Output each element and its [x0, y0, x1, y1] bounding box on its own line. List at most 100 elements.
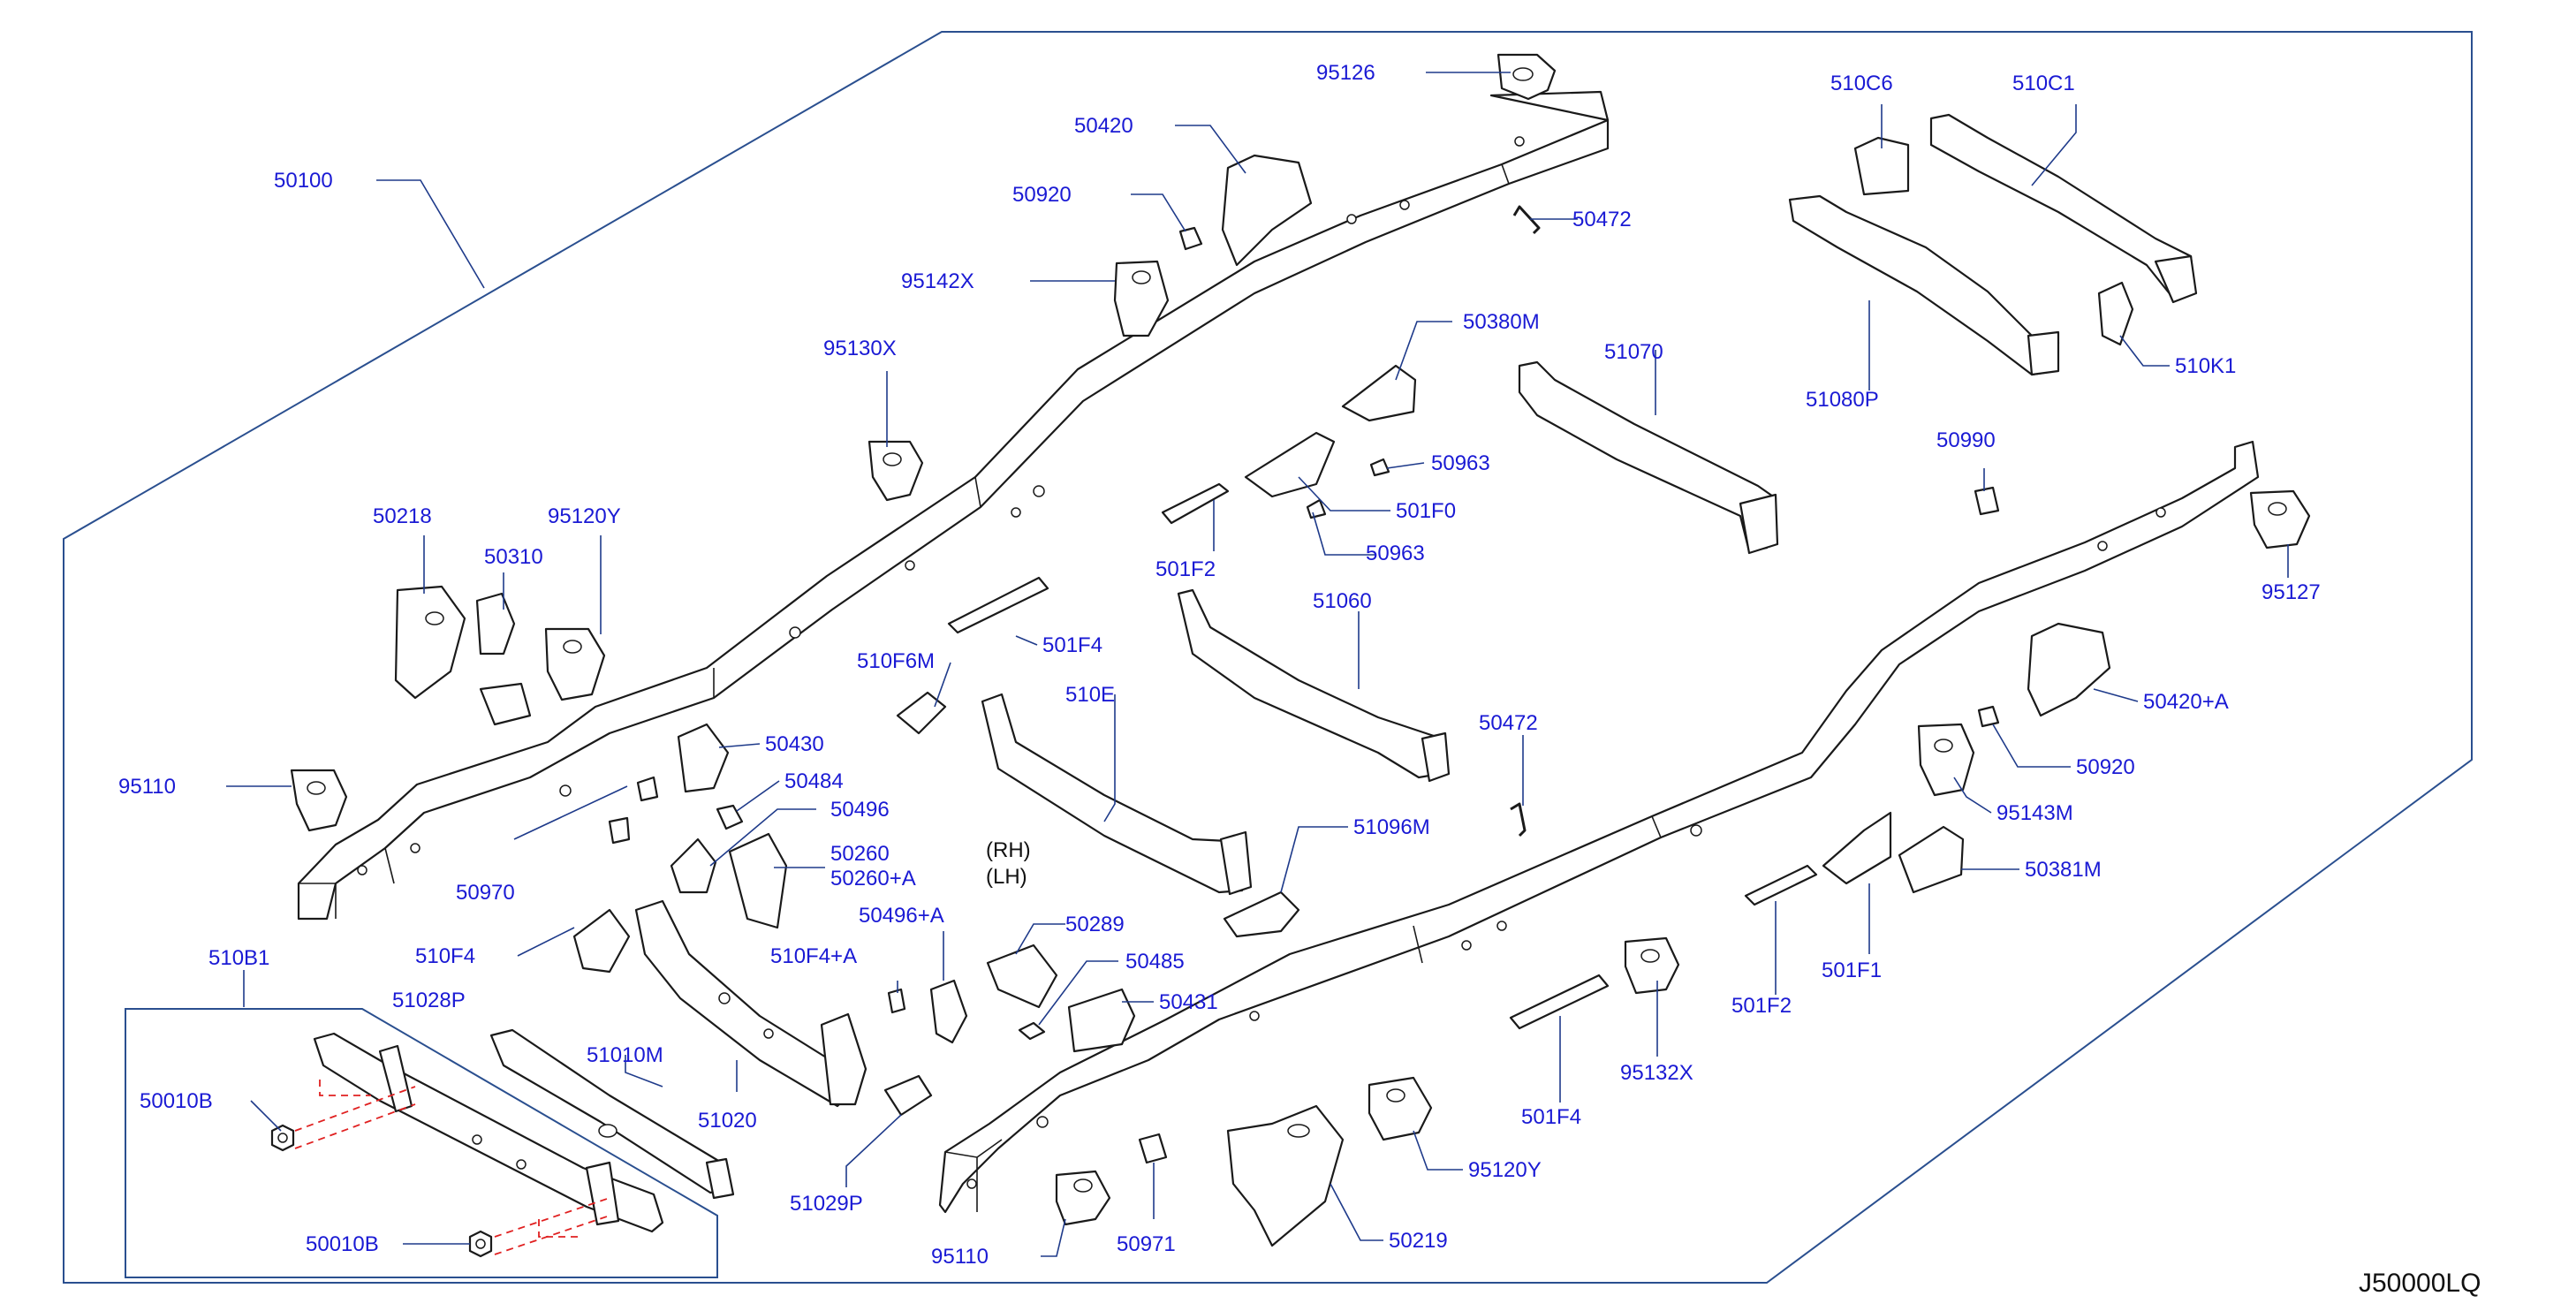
label-50380m: 50380M — [1463, 310, 1540, 334]
label-50420: 50420 — [1074, 114, 1133, 138]
bracket-95120y-right[interactable] — [1368, 1076, 1433, 1141]
clip-50920-right[interactable] — [1977, 705, 2000, 728]
rear-crossmember-51080p[interactable] — [1788, 194, 2060, 376]
label-50260: 50260 — [830, 842, 890, 866]
bracket-50381m[interactable] — [1898, 825, 1965, 894]
bracket-50430[interactable] — [677, 723, 730, 793]
label-50420a: 50420+A — [2143, 690, 2229, 714]
bracket-95143m[interactable] — [1917, 723, 1975, 797]
label-510f6m: 510F6M — [857, 649, 935, 673]
clip-50963-lower[interactable] — [1306, 498, 1327, 519]
bracket-51096m[interactable] — [1223, 890, 1300, 938]
assembly-frame-outline — [63, 31, 2473, 1284]
label-50472-upper: 50472 — [1572, 208, 1632, 231]
label-51060: 51060 — [1313, 589, 1372, 613]
bracket-95120y-left[interactable] — [544, 627, 606, 701]
label-510k1: 510K1 — [2175, 354, 2236, 378]
bracket-50218[interactable] — [394, 585, 466, 700]
bracket-510c6[interactable] — [1853, 136, 1910, 196]
strap-501f4-left[interactable] — [947, 576, 1049, 634]
crossmember-51060[interactable] — [1177, 588, 1451, 783]
label-50289: 50289 — [1065, 913, 1125, 936]
crossmember-51020[interactable] — [634, 899, 868, 1108]
bracket-50496[interactable] — [670, 837, 717, 894]
bracket-501f1[interactable] — [1822, 811, 1892, 885]
bracket-501f0[interactable] — [1244, 431, 1336, 498]
label-50970: 50970 — [456, 881, 515, 905]
label-95126: 95126 — [1316, 61, 1375, 85]
bracket-50219[interactable] — [1226, 1104, 1345, 1247]
bracket-50289[interactable] — [986, 943, 1058, 1009]
label-501f4-left: 501F4 — [1042, 633, 1102, 657]
bracket-95127[interactable] — [2249, 489, 2311, 549]
label-50990: 50990 — [1936, 428, 1996, 452]
strap-501f4-right[interactable] — [1509, 974, 1610, 1030]
strap-50472-upper[interactable] — [1512, 205, 1541, 235]
bracket-50431[interactable] — [1067, 988, 1136, 1053]
label-50381m: 50381M — [2025, 858, 2102, 882]
label-51010m: 51010M — [587, 1043, 663, 1067]
rear-bracket-510c1[interactable] — [1929, 113, 2198, 304]
label-50496a: 50496+A — [859, 904, 944, 928]
label-50496: 50496 — [830, 798, 890, 822]
label-510c1: 510C1 — [2012, 72, 2075, 95]
label-95142x: 95142X — [901, 269, 974, 293]
bracket-50420[interactable] — [1221, 154, 1313, 267]
label-51096m: 51096M — [1353, 815, 1430, 839]
bracket-50496a[interactable] — [929, 979, 968, 1044]
clip-50963-upper[interactable] — [1369, 458, 1390, 477]
bracket-95126[interactable] — [1496, 53, 1557, 101]
strap-50472-lower[interactable] — [1510, 802, 1527, 837]
label-50472-lower: 50472 — [1479, 711, 1538, 735]
bracket-510k1[interactable] — [2097, 281, 2134, 346]
leader-lines — [226, 72, 2289, 1257]
left-frame-rail[interactable] — [297, 90, 1610, 921]
label-95110-right: 95110 — [931, 1245, 989, 1269]
bracket-50310[interactable] — [475, 592, 532, 726]
bracket-51028p[interactable] — [572, 908, 631, 974]
crossmember-510e[interactable] — [981, 693, 1253, 896]
clip-50970[interactable] — [636, 776, 659, 802]
label-50963-upper: 50963 — [1431, 451, 1490, 475]
crossmember-51070[interactable] — [1518, 360, 1779, 555]
bracket-50380m[interactable] — [1341, 364, 1417, 422]
bracket-50420a[interactable] — [2027, 622, 2111, 717]
label-510e: 510E — [1065, 683, 1115, 707]
clip-50484[interactable] — [716, 804, 744, 830]
label-50484: 50484 — [784, 769, 844, 793]
bracket-50260[interactable] — [728, 832, 788, 929]
clip-50971[interactable] — [1138, 1133, 1168, 1164]
clip-50920-left[interactable] — [1178, 226, 1203, 251]
label-501f1: 501F1 — [1822, 959, 1882, 982]
clip-50485[interactable] — [1018, 1021, 1046, 1041]
label-95132x: 95132X — [1620, 1061, 1693, 1085]
crossmember-51010m[interactable] — [489, 1028, 735, 1200]
label-95143m: 95143M — [1996, 801, 2073, 825]
bracket-95130x[interactable] — [868, 440, 924, 502]
clip-510f4[interactable] — [608, 816, 631, 845]
strap-501f2-right[interactable] — [1744, 864, 1818, 906]
clip-50990[interactable] — [1974, 486, 2000, 516]
bracket-95142x[interactable] — [1113, 260, 1170, 337]
bracket-95110-right[interactable] — [1055, 1170, 1111, 1226]
bracket-95132x[interactable] — [1624, 936, 1680, 995]
label-501f2-left: 501F2 — [1155, 557, 1216, 581]
strap-501f2-left[interactable] — [1161, 482, 1230, 525]
clip-510f4a[interactable] — [887, 988, 906, 1014]
bracket-95110-left[interactable] — [290, 769, 348, 832]
label-510f4: 510F4 — [415, 944, 475, 968]
label-50010b-lower: 50010B — [306, 1232, 379, 1256]
bracket-51029p[interactable] — [883, 1074, 933, 1117]
label-50485: 50485 — [1125, 950, 1185, 974]
right-frame-rail[interactable] — [938, 440, 2260, 1214]
label-50431: 50431 — [1159, 990, 1218, 1014]
red-bolt-guides — [294, 1080, 610, 1255]
bolt-50010b-upper[interactable] — [270, 1124, 295, 1152]
label-51029p: 51029P — [790, 1192, 863, 1216]
label-51020: 51020 — [698, 1109, 757, 1133]
bolt-50010b-lower[interactable] — [468, 1230, 493, 1258]
part-labels: 50100 95126 50420 50920 95142X 95130X 50… — [118, 61, 2321, 1269]
bracket-510f6m[interactable] — [896, 691, 947, 735]
front-crossmember[interactable] — [313, 1032, 664, 1233]
